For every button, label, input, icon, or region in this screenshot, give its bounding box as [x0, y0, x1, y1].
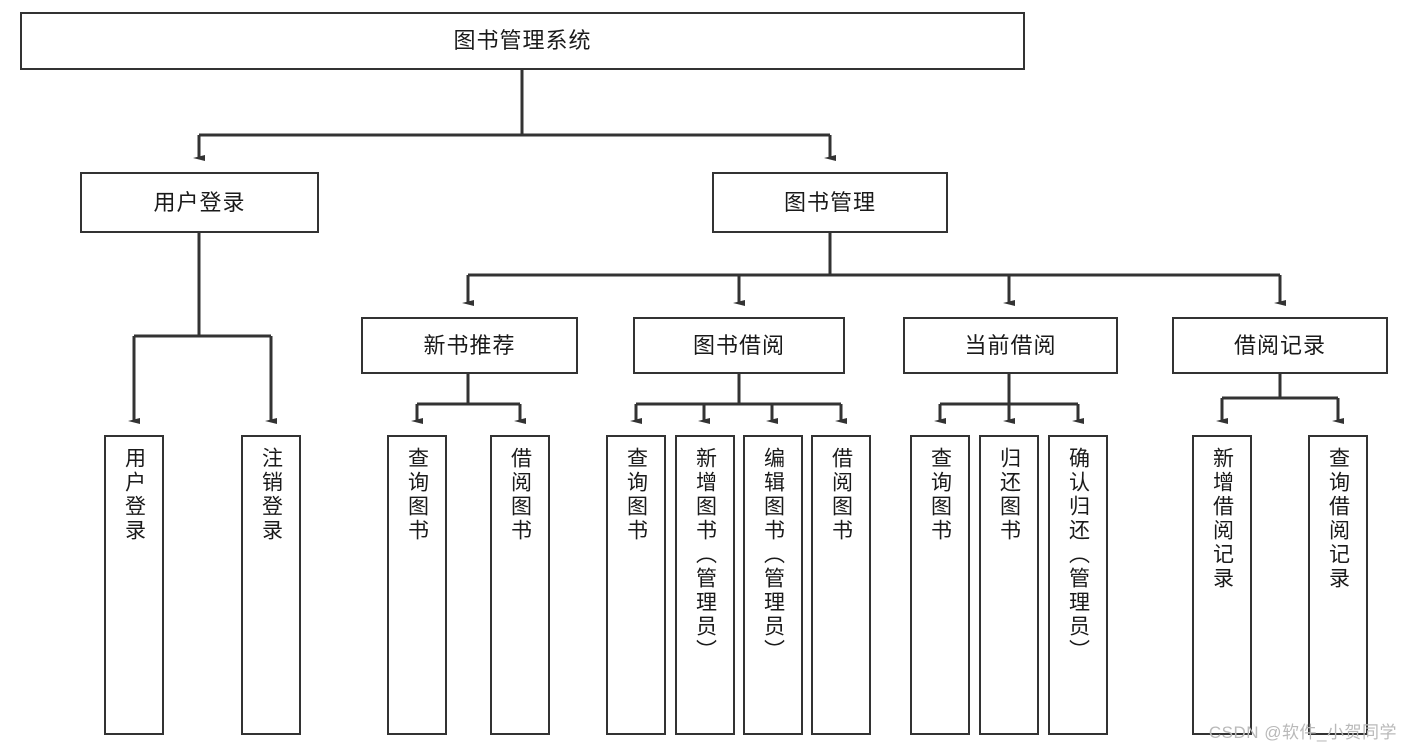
node-leaf-edit-book[interactable]: 编辑图书（管理员） — [743, 435, 803, 735]
node-leaf-borrow-book-1-label: 借阅图书 — [508, 447, 532, 543]
node-book-management[interactable]: 图书管理 — [712, 172, 948, 233]
node-current-borrow[interactable]: 当前借阅 — [903, 317, 1118, 374]
node-leaf-query-record[interactable]: 查询借阅记录 — [1308, 435, 1368, 735]
node-leaf-edit-book-label: 编辑图书（管理员） — [761, 447, 785, 663]
node-leaf-query-book-2-label: 查询图书 — [624, 447, 648, 543]
node-user-login[interactable]: 用户登录 — [80, 172, 319, 233]
node-leaf-query-book-2[interactable]: 查询图书 — [606, 435, 666, 735]
node-leaf-borrow-book-1[interactable]: 借阅图书 — [490, 435, 550, 735]
node-book-borrow[interactable]: 图书借阅 — [633, 317, 845, 374]
node-root-label: 图书管理系统 — [453, 28, 592, 54]
node-leaf-add-book-label: 新增图书（管理员） — [693, 447, 717, 663]
node-book-borrow-label: 图书借阅 — [692, 332, 785, 358]
node-leaf-add-record-label: 新增借阅记录 — [1210, 447, 1234, 591]
node-leaf-add-book[interactable]: 新增图书（管理员） — [675, 435, 735, 735]
node-leaf-user-login[interactable]: 用户登录 — [104, 435, 164, 735]
node-leaf-return-book-label: 归还图书 — [997, 447, 1021, 543]
node-leaf-query-book-1[interactable]: 查询图书 — [387, 435, 447, 735]
node-borrow-record[interactable]: 借阅记录 — [1172, 317, 1388, 374]
node-new-book-recommend-label: 新书推荐 — [423, 332, 516, 358]
node-leaf-add-record[interactable]: 新增借阅记录 — [1192, 435, 1252, 735]
node-leaf-logout[interactable]: 注销登录 — [241, 435, 301, 735]
node-leaf-query-record-label: 查询借阅记录 — [1326, 447, 1350, 591]
node-current-borrow-label: 当前借阅 — [964, 332, 1057, 358]
node-leaf-confirm-return-label: 确认归还（管理员） — [1066, 447, 1090, 663]
node-root[interactable]: 图书管理系统 — [20, 12, 1025, 70]
node-leaf-query-book-1-label: 查询图书 — [405, 447, 429, 543]
node-leaf-borrow-book-2-label: 借阅图书 — [829, 447, 853, 543]
node-leaf-logout-label: 注销登录 — [259, 447, 283, 543]
node-book-management-label: 图书管理 — [783, 189, 876, 215]
node-new-book-recommend[interactable]: 新书推荐 — [361, 317, 578, 374]
node-user-login-label: 用户登录 — [153, 189, 246, 215]
node-borrow-record-label: 借阅记录 — [1233, 332, 1326, 358]
node-leaf-return-book[interactable]: 归还图书 — [979, 435, 1039, 735]
node-leaf-confirm-return[interactable]: 确认归还（管理员） — [1048, 435, 1108, 735]
node-leaf-borrow-book-2[interactable]: 借阅图书 — [811, 435, 871, 735]
node-leaf-query-book-3-label: 查询图书 — [928, 447, 952, 543]
node-leaf-query-book-3[interactable]: 查询图书 — [910, 435, 970, 735]
node-leaf-user-login-label: 用户登录 — [122, 447, 146, 543]
